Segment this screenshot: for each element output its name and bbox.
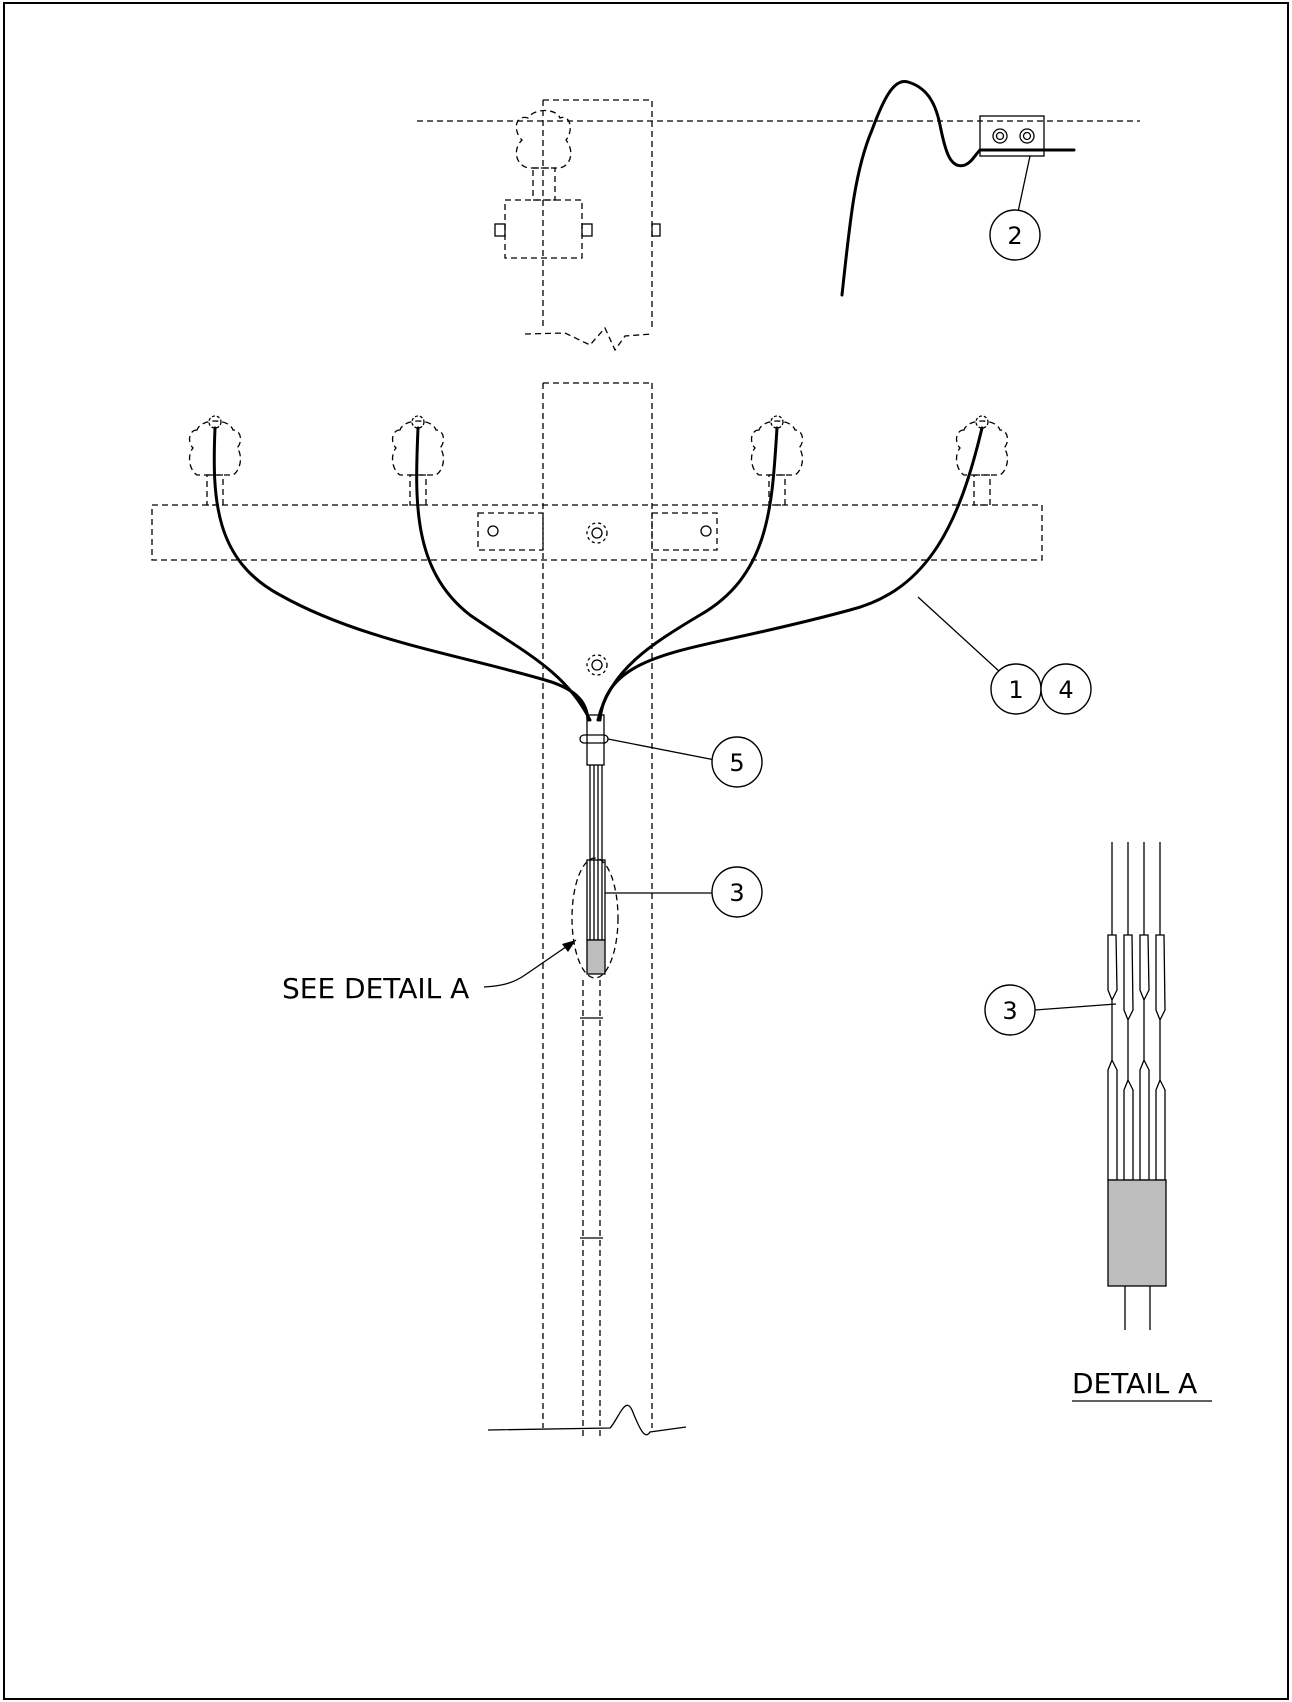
detail-a-title: DETAIL A <box>1072 1367 1197 1400</box>
upper-pole-section <box>417 99 1140 352</box>
callout-2: 2 <box>989 209 1041 261</box>
callout-2-label: 2 <box>1007 222 1022 250</box>
callout-3-detail-label: 3 <box>1002 997 1017 1025</box>
callout-5: 5 <box>711 736 763 788</box>
callout-5-label: 5 <box>729 749 744 777</box>
crossarm-insulators <box>188 415 1009 506</box>
main-pole <box>151 382 1043 1440</box>
see-detail-label: SEE DETAIL A <box>282 972 469 1005</box>
sheet-border <box>3 2 1289 1700</box>
detail-a-drawing <box>1034 842 1212 1402</box>
callout-1: 1 <box>990 663 1042 715</box>
callout-3-main-label: 3 <box>729 879 744 907</box>
callout-3-main: 3 <box>711 866 763 918</box>
conductor-bundle <box>483 714 716 988</box>
service-wires <box>212 426 1001 722</box>
service-clamp-assembly <box>840 79 1076 297</box>
callout-4-label: 4 <box>1058 676 1073 704</box>
callout-3-detail: 3 <box>984 984 1036 1036</box>
callout-1-label: 1 <box>1008 676 1023 704</box>
callout-4: 4 <box>1040 663 1092 715</box>
